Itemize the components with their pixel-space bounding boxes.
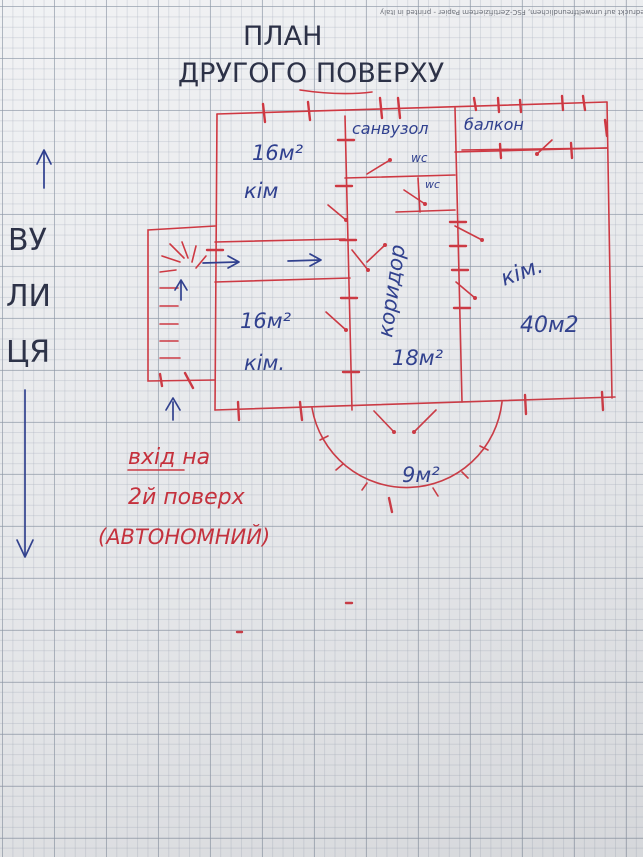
stairs-up-arrow-icon <box>174 279 188 301</box>
street-up-arrow-icon <box>36 149 52 189</box>
balcony-label: балкон <box>464 115 524 134</box>
street-line-2: ЛИ <box>6 279 51 314</box>
round-bay-area: 9м² <box>402 463 440 487</box>
staircase <box>159 241 207 359</box>
room-top-left-name: кім <box>244 179 279 203</box>
room-right-name: кім. <box>498 253 547 291</box>
street-down-arrow-icon <box>16 389 34 558</box>
corridor-arrow-icon <box>287 253 322 267</box>
entrance-line-1: вхід на <box>128 445 210 470</box>
corridor-name: коридор <box>373 243 410 339</box>
wc-1-label: wc <box>411 151 428 165</box>
room-mid-left-area: 16м² <box>240 309 292 333</box>
title-line-2: ДРУГОГО ПОВЕРХУ <box>178 58 444 89</box>
wc-2-label: wc <box>425 178 440 191</box>
street-label: ВУ ЛИ ЦЯ <box>6 223 51 370</box>
title-underline <box>299 89 373 95</box>
street-line-1: ВУ <box>8 223 47 258</box>
floor-plan-walls <box>147 101 616 489</box>
door-swings <box>325 139 553 434</box>
room-right-area: 40м2 <box>520 313 579 338</box>
title-line-1: ПЛАН <box>243 21 322 52</box>
room-mid-left-name: кім. <box>244 351 285 375</box>
entrance-arrow-icon <box>165 397 181 421</box>
bay-tick-marks <box>319 435 489 497</box>
entrance-line-3: (АВТОНОМНИЙ) <box>98 524 270 549</box>
street-line-3: ЦЯ <box>6 335 50 370</box>
wall-tick-marks <box>158 94 609 634</box>
flow-arrow-icon <box>202 255 240 269</box>
entrance-line-2: 2й поверх <box>128 485 246 510</box>
corridor-area: 18м² <box>392 346 444 370</box>
room-top-left-area: 16м² <box>252 141 304 165</box>
bathroom-label: санвузол <box>352 119 428 138</box>
